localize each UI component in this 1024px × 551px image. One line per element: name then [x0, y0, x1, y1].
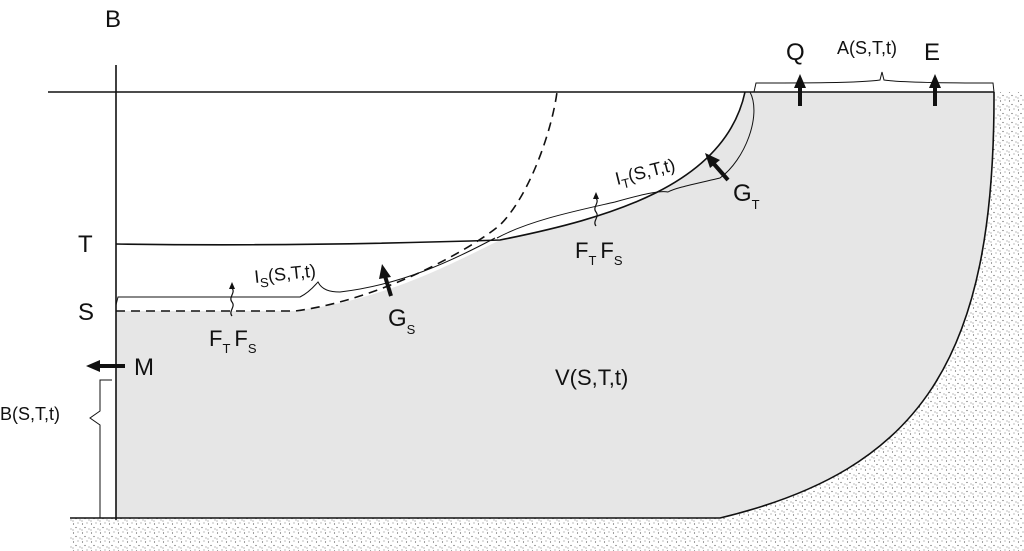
flux-wave-lower [229, 282, 235, 317]
volume-label: V(S,T,t) [555, 365, 628, 390]
axis-b-label: B [105, 6, 121, 33]
gs-arrow [379, 264, 393, 297]
m-label: M [134, 354, 154, 381]
m-arrow [86, 360, 125, 372]
gs-label: GS [388, 305, 416, 337]
isoline-s-dashed [116, 91, 558, 312]
gt-label: GT [733, 180, 760, 212]
boundary-bracket [89, 379, 112, 519]
volume-region [116, 92, 995, 518]
ground-stipple-right [700, 92, 1024, 518]
area-bracket [753, 71, 995, 93]
e-arrow [929, 74, 941, 106]
level-t-label: T [78, 231, 93, 258]
area-label: A(S,T,t) [837, 38, 897, 58]
it-bracket [496, 91, 755, 239]
isoline-t [115, 91, 746, 246]
boundary-label: B(S,T,t) [0, 404, 60, 424]
flux-wave-upper [593, 192, 599, 227]
is-label: IS(S,T,t) [253, 261, 317, 291]
q-label: Q [786, 39, 805, 66]
is-bracket [115, 237, 496, 306]
level-s-label: S [78, 299, 94, 326]
ground-stipple-bottom [70, 518, 1024, 551]
e-label: E [924, 39, 940, 66]
q-arrow [794, 74, 806, 106]
gt-arrow [705, 153, 730, 182]
basin-boundary-line [70, 91, 995, 519]
